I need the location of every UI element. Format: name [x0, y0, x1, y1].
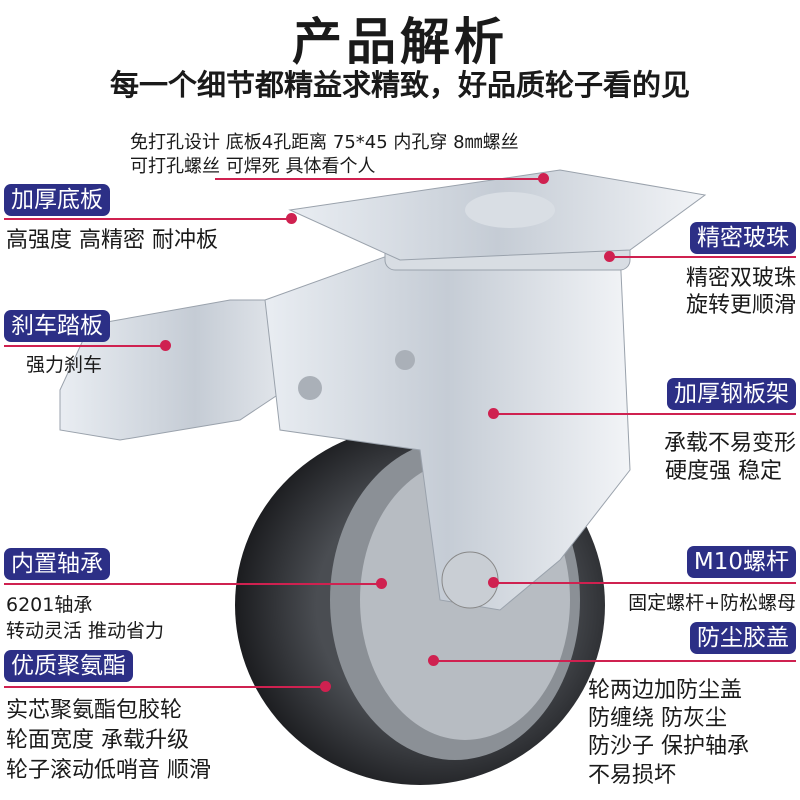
feature-text: 硬度强 稳定: [665, 459, 782, 484]
feature-text: 精密双玻珠: [685, 266, 796, 291]
pointer-line: [4, 686, 326, 688]
feature-badge-brake: 刹车踏板: [4, 310, 110, 342]
feature-badge-dust-cover: 防尘胶盖: [690, 622, 796, 654]
feature-text: 6201轴承: [6, 594, 93, 616]
feature-text: 承载不易变形: [663, 431, 796, 456]
feature-badge-built-in-bearing: 内置轴承: [4, 548, 110, 580]
pointer-line: [492, 413, 796, 415]
feature-text: 轮面宽度 承载升级: [6, 728, 189, 753]
mounting-note-1: 免打孔设计 底板4孔距离 75*45 内孔穿 8㎜螺丝: [130, 132, 519, 153]
feature-badge-m10-bolt: M10螺杆: [686, 546, 796, 578]
pointer-line: [215, 178, 545, 180]
pointer-dot: [320, 681, 331, 692]
feature-text: 防缠绕 防灰尘: [588, 706, 727, 731]
feature-badge-steel-frame: 加厚钢板架: [667, 378, 796, 410]
feature-badge-base-plate: 加厚底板: [4, 184, 110, 216]
page-title: 产品解析: [292, 13, 508, 71]
pointer-dot: [376, 578, 387, 589]
feature-text: 防沙子 保护轴承: [588, 734, 749, 759]
feature-text: 轮两边加防尘盖: [588, 678, 743, 703]
pointer-dot: [538, 173, 549, 184]
feature-badge-polyurethane: 优质聚氨酯: [4, 650, 133, 682]
pointer-line: [4, 218, 294, 220]
feature-text: 不易损坏: [588, 763, 677, 788]
pointer-dot: [488, 577, 499, 588]
feature-text: 轮子滚动低哨音 顺滑: [6, 758, 211, 783]
feature-text: 高强度 高精密 耐冲板: [6, 228, 218, 253]
pointer-line: [492, 582, 796, 584]
pointer-dot: [428, 655, 439, 666]
pointer-dot: [286, 213, 297, 224]
feature-text: 固定螺杆+防松螺母: [628, 592, 796, 614]
feature-badge-ball-bearing: 精密玻珠: [690, 222, 796, 254]
feature-text: 转动灵活 推动省力: [6, 620, 165, 642]
pointer-line: [608, 256, 796, 258]
pointer-line: [4, 583, 382, 585]
pointer-dot: [160, 340, 171, 351]
pointer-dot: [604, 251, 615, 262]
feature-text: 强力刹车: [26, 354, 103, 376]
pointer-dot: [488, 408, 499, 419]
feature-text: 实芯聚氨酯包胶轮: [6, 698, 183, 723]
pointer-line: [432, 660, 796, 662]
page-subtitle: 每一个细节都精益求精致，好品质轮子看的见: [109, 68, 690, 102]
feature-text: 旋转更顺滑: [685, 293, 796, 318]
pointer-line: [4, 345, 166, 347]
mounting-note-2: 可打孔螺丝 可焊死 具体看个人: [130, 156, 376, 177]
